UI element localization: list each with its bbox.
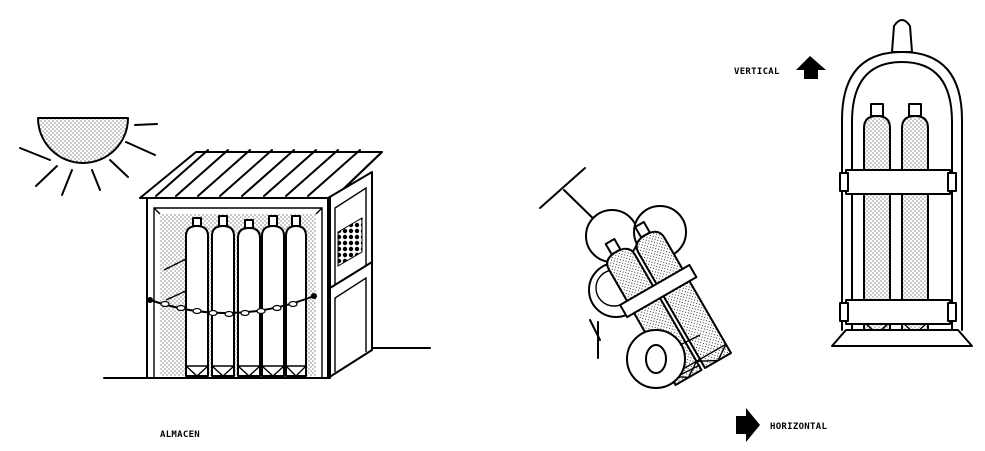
cylinder: [212, 216, 234, 376]
cylinder: [286, 216, 306, 376]
hand-truck: [540, 168, 738, 389]
horizontal-label: HORIZONTAL: [770, 422, 827, 432]
stored-cylinders: [186, 216, 306, 376]
arrow-right-icon: [736, 408, 760, 442]
sun-icon: [20, 118, 157, 195]
storage-label: ALMACEN: [160, 430, 200, 440]
storage-shed: [104, 150, 430, 378]
arrow-up-icon: [796, 56, 826, 79]
cylinder: [186, 218, 208, 376]
cylinder: [262, 216, 284, 376]
vertical-label: VERTICAL: [734, 67, 780, 77]
vertical-cylinder-rack: [832, 20, 972, 346]
cylinder: [238, 220, 260, 376]
